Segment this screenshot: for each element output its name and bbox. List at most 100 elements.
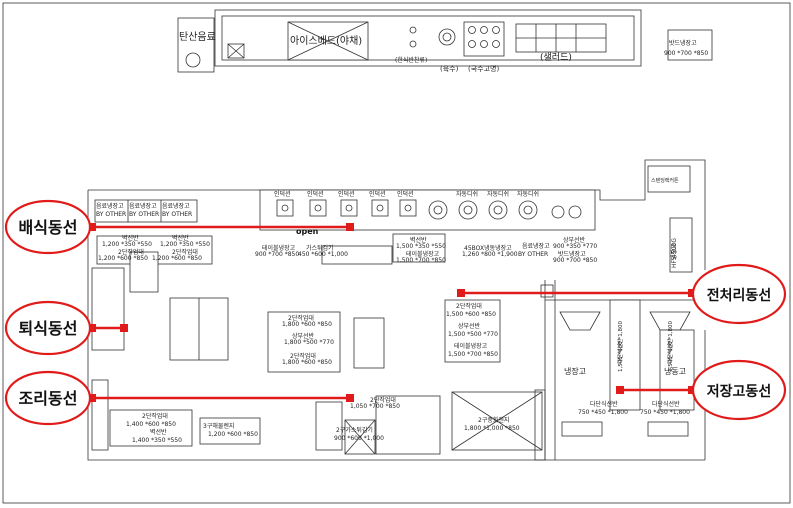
e14-l2: 900 *350 *770 [553, 243, 597, 250]
return-flow-oval [4, 300, 92, 356]
e10-l2: 1,500 *350 *550 [396, 243, 446, 250]
e25-l2: 1,200 *600 *850 [208, 431, 258, 438]
e15-l2: 900 *700 *850 [553, 257, 597, 264]
e22-l2: 1,050 *700 *850 [350, 403, 400, 410]
e28-l1: 다단식선반 [590, 400, 618, 408]
e22-l1: 2단작업대 [370, 396, 396, 404]
prep-flow-label: 전처리동선 [707, 287, 771, 304]
e20-l1: 상부선반 [458, 322, 481, 330]
e26-l1: 2구가스튀김기 [336, 426, 373, 434]
e1-l1: 음료냉장고 [96, 202, 124, 210]
induction-label-1: 인덕션 [274, 190, 291, 198]
serving-flow-oval [4, 199, 92, 255]
e9-l1: 가스튀김기 [306, 244, 334, 252]
e13-l2: BY OTHER [518, 251, 548, 258]
e7-l1: 2단작업대 [172, 248, 198, 256]
e3-l1: 음료냉장고 [162, 202, 190, 210]
e32-l1: 냉장고 [670, 243, 678, 260]
e21-l1: 테이블냉장고 [454, 342, 488, 350]
e31-l2: 1,500 *600 *1,800 [668, 321, 674, 372]
e19-l2: 1,500 *600 *850 [446, 311, 496, 318]
e5-l2: 1,200 *350 *550 [160, 241, 210, 248]
induction-label-4: 인덕션 [369, 190, 386, 198]
noodle-label: (국수고명) [468, 64, 499, 73]
e9-l2: 450 *600 *1,000 [298, 251, 348, 258]
induction-label-2: 인덕션 [307, 190, 324, 198]
e24-l2: 1,400 *350 *550 [132, 437, 182, 444]
e8-l2: 900 *700 *850 [255, 251, 299, 258]
showcase-label-1: 밧드냉장고 [669, 39, 697, 47]
induction-label-5: 인덕션 [397, 190, 414, 198]
e7-l2: 1,200 *600 *850 [152, 255, 202, 262]
open-label: open [296, 227, 319, 236]
showcase-fridge [667, 29, 713, 61]
e31-l1: 다단식선반 [666, 339, 674, 364]
e1-l2: BY OTHER [96, 211, 126, 218]
side-dish-label: (한식반찬류) [395, 56, 427, 64]
e26-l2: 900 *600 *1,000 [334, 435, 384, 442]
e24-l1: 벽선반 [150, 428, 167, 436]
salad-label: (샐러드) [540, 52, 572, 63]
serving-flow-label: 배식동선 [19, 218, 78, 237]
e8-l1: 테이블냉장고 [262, 244, 296, 252]
e10-l1: 벽선반 [410, 236, 427, 244]
e4-l1: 벽선반 [122, 234, 139, 242]
freezer-room-label: 냉동고 [664, 366, 686, 376]
e5-l1: 벽선반 [172, 234, 189, 242]
e18-l2: 1,800 *600 *850 [282, 359, 332, 366]
e17-l1: 상부선반 [292, 332, 315, 340]
e23-l2: 1,400 *600 *850 [126, 421, 176, 428]
induction-row [276, 199, 582, 220]
e11-l2: 1,500 *700 *850 [396, 257, 446, 264]
e20-l2: 1,500 *500 *770 [448, 331, 498, 338]
e6-l1: 2단작업대 [118, 248, 144, 256]
wok-label-3: 자동디쉬 [517, 190, 539, 198]
e19-l1: 2단작업대 [456, 302, 482, 310]
storage-flow-oval [691, 359, 787, 421]
e13-l1: 음료냉장고 [522, 242, 550, 250]
soup-label: (육수) [440, 65, 459, 73]
e18-l1: 2단작업대 [290, 352, 316, 360]
wok-label-2: 자동디쉬 [487, 190, 509, 198]
soda-label: 탄산음료 [179, 31, 216, 43]
equipment-outlines [91, 199, 695, 461]
e17-l2: 1,800 *500 *770 [284, 339, 334, 346]
e30-l2: 1,500 *600 *1,800 [618, 321, 624, 372]
cooking-flow-label: 조리동선 [19, 389, 78, 408]
e3-l2: BY OTHER [162, 211, 192, 218]
e27-l1: 2구중화렌지 [478, 416, 509, 424]
e16-l1: 2단작업대 [288, 314, 314, 322]
icebed-label: 아이스베드(야채) [290, 35, 362, 47]
e12-l2: 1,260 *800 *1,900 [462, 251, 518, 258]
prep-flow-oval [691, 263, 787, 325]
fridge-room-label: 냉장고 [564, 366, 586, 376]
storage-rack-label: 스텐딩랙커튼 [651, 177, 679, 184]
storage-rack [647, 165, 691, 193]
wok-label-1: 자동디쉬 [456, 190, 478, 198]
serving-counter-top [177, 9, 713, 73]
e11-l1: 테이블냉장고 [406, 250, 440, 258]
e32-l2: HFS-500G [671, 238, 678, 268]
e4-l2: 1,200 *350 *550 [102, 241, 152, 248]
cooking-flow-oval [4, 370, 92, 426]
e2-l1: 음료냉장고 [129, 202, 157, 210]
e25-l1: 3구해물렌지 [203, 422, 234, 430]
e14-l1: 상부선반 [563, 236, 586, 244]
e12-l1: 45BOX냉동냉장고 [464, 244, 512, 252]
e27-l2: 1,800 *1,000 *850 [464, 425, 520, 432]
e15-l1: 밧드냉장고 [558, 250, 586, 258]
e2-l2: BY OTHER [129, 211, 159, 218]
e21-l2: 1,500 *700 *850 [448, 351, 498, 358]
storage-flow-label: 저장고동선 [707, 383, 771, 400]
e28-l2: 750 *450 *1,800 [578, 409, 628, 416]
showcase-label-2: 900 *700 *850 [664, 50, 708, 57]
e16-l2: 1,800 *600 *850 [282, 321, 332, 328]
induction-label-3: 인덕션 [338, 190, 355, 198]
e6-l2: 1,200 *600 *850 [98, 255, 148, 262]
e23-l1: 2단작업대 [142, 412, 168, 420]
e30-l1: 다단식선반 [616, 339, 624, 364]
return-flow-label: 퇴식동선 [19, 319, 78, 338]
